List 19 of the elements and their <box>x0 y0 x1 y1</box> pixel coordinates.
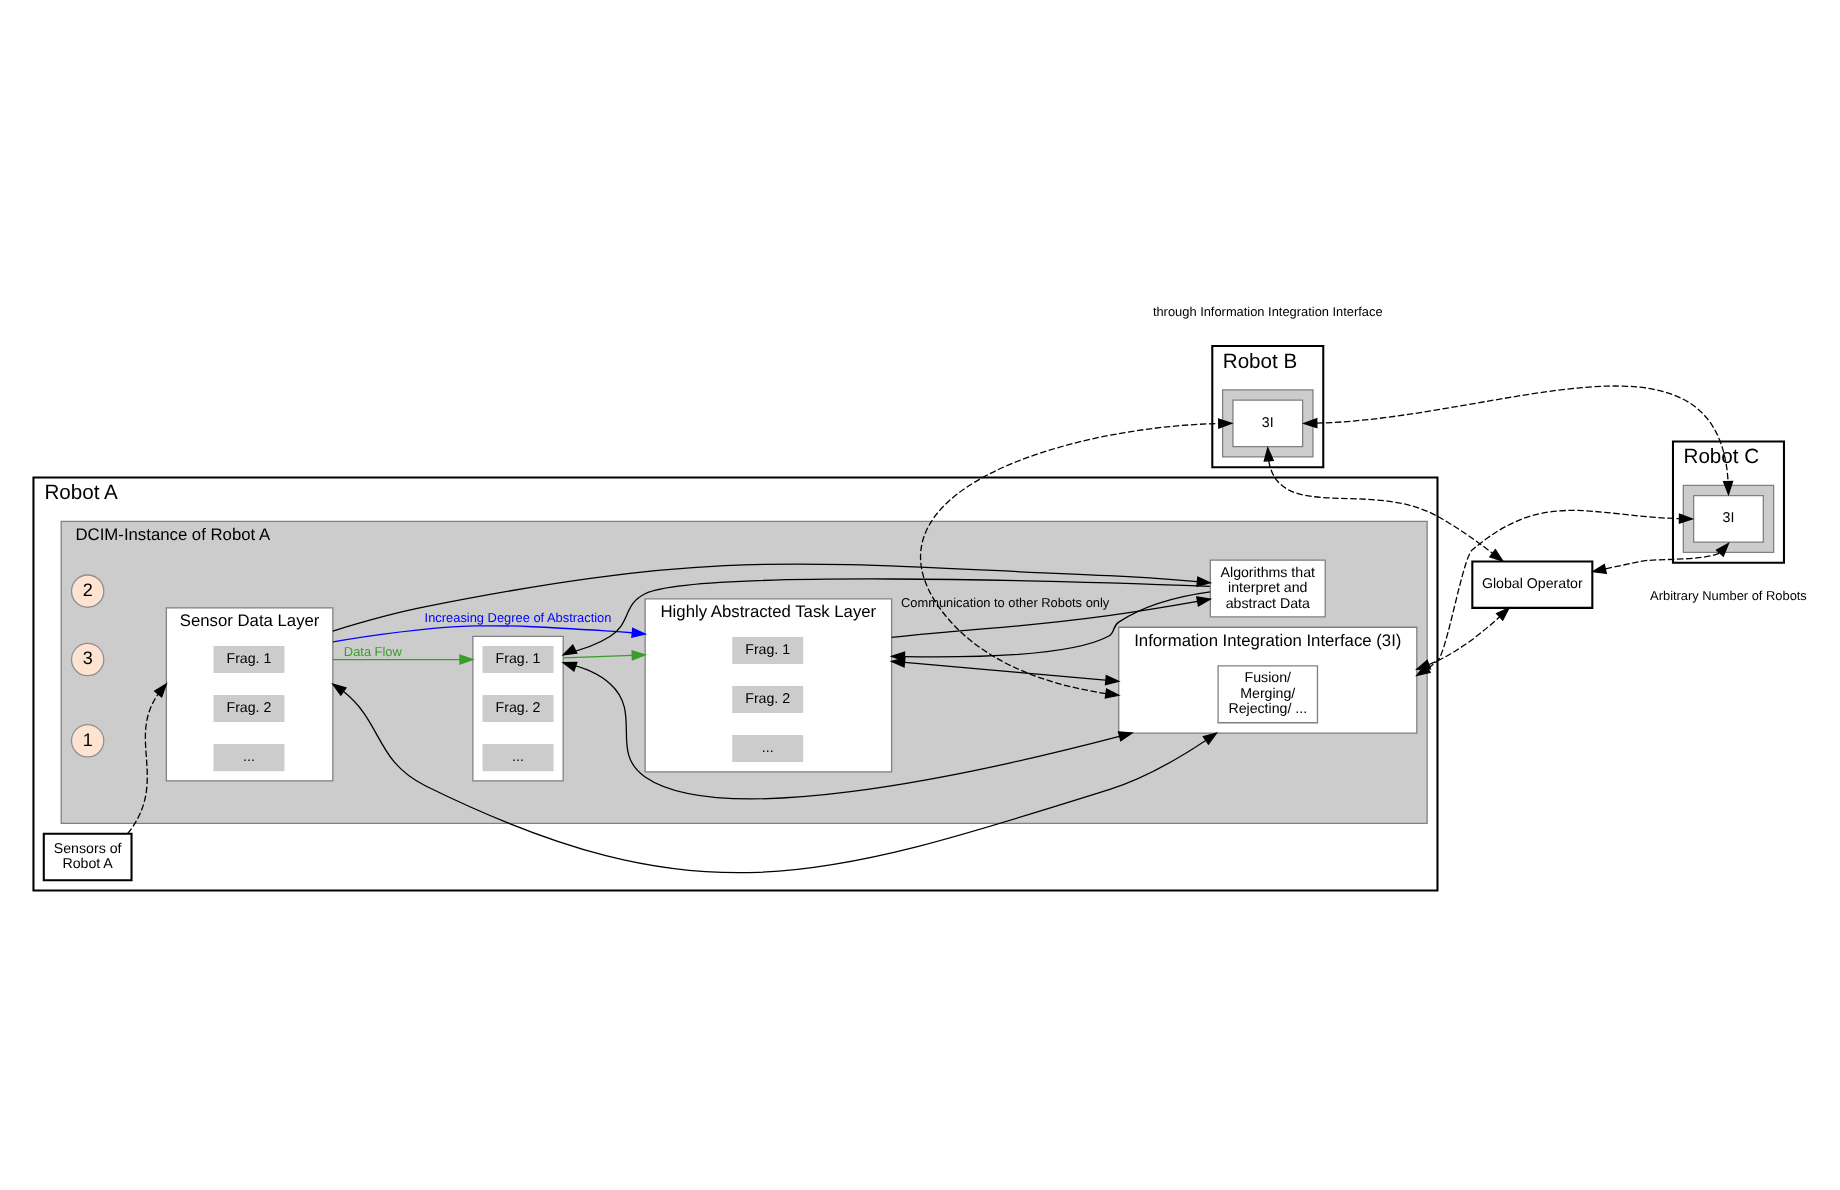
cluster <box>472 635 564 782</box>
node-circle: 2 <box>70 574 105 608</box>
arrow <box>1590 541 1730 575</box>
arrow <box>1301 385 1734 497</box>
node-circle: 1 <box>70 724 105 758</box>
arrow <box>332 654 475 665</box>
arrow <box>126 682 168 835</box>
arrow <box>561 578 1211 656</box>
arrow <box>890 596 1213 638</box>
arrow <box>332 625 648 643</box>
arrow <box>919 418 1234 699</box>
arrow <box>889 591 1211 663</box>
cluster <box>1221 389 1314 458</box>
arrow <box>1263 445 1505 563</box>
node-circle: 3 <box>70 642 105 677</box>
arrow <box>562 650 648 661</box>
cluster <box>1682 484 1775 554</box>
arrow <box>561 661 1134 800</box>
arrow <box>332 563 1213 632</box>
